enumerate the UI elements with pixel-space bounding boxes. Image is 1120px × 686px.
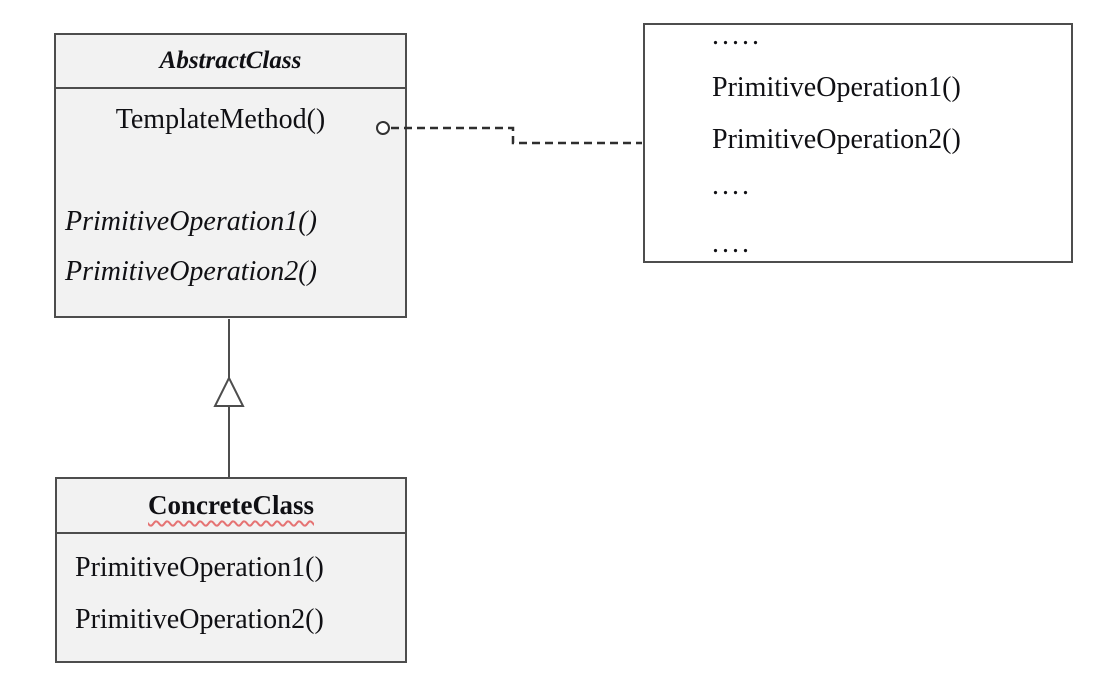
note-line-dots-3: .... xyxy=(712,228,752,259)
note-line-primitive-operation-2: PrimitiveOperation2() xyxy=(712,124,961,155)
note-line-primitive-operation-1: PrimitiveOperation1() xyxy=(712,72,961,103)
concrete-class-box: ConcreteClass PrimitiveOperation1() Prim… xyxy=(55,477,407,663)
abstract-primitive-operation-1: PrimitiveOperation1() xyxy=(65,206,317,237)
note-line-dots-2: .... xyxy=(712,170,752,201)
abstract-class-header: AbstractClass xyxy=(56,35,405,89)
dashed-connector-line xyxy=(391,126,642,145)
template-method-label: TemplateMethod() xyxy=(115,104,326,135)
inheritance-triangle-icon xyxy=(213,375,245,407)
abstract-primitive-operation-2: PrimitiveOperation2() xyxy=(65,256,317,287)
concrete-class-header: ConcreteClass xyxy=(57,479,405,534)
abstract-class-title: AbstractClass xyxy=(159,47,302,74)
note-box: ..... PrimitiveOperation1() PrimitiveOpe… xyxy=(643,20,1073,263)
abstract-class-box: AbstractClass TemplateMethod() Primitive… xyxy=(54,33,407,318)
concrete-class-title: ConcreteClass xyxy=(148,490,314,520)
concrete-primitive-operation-1: PrimitiveOperation1() xyxy=(75,552,324,583)
note-line-dots-1: ..... xyxy=(712,20,762,51)
concrete-primitive-operation-2: PrimitiveOperation2() xyxy=(75,604,324,635)
